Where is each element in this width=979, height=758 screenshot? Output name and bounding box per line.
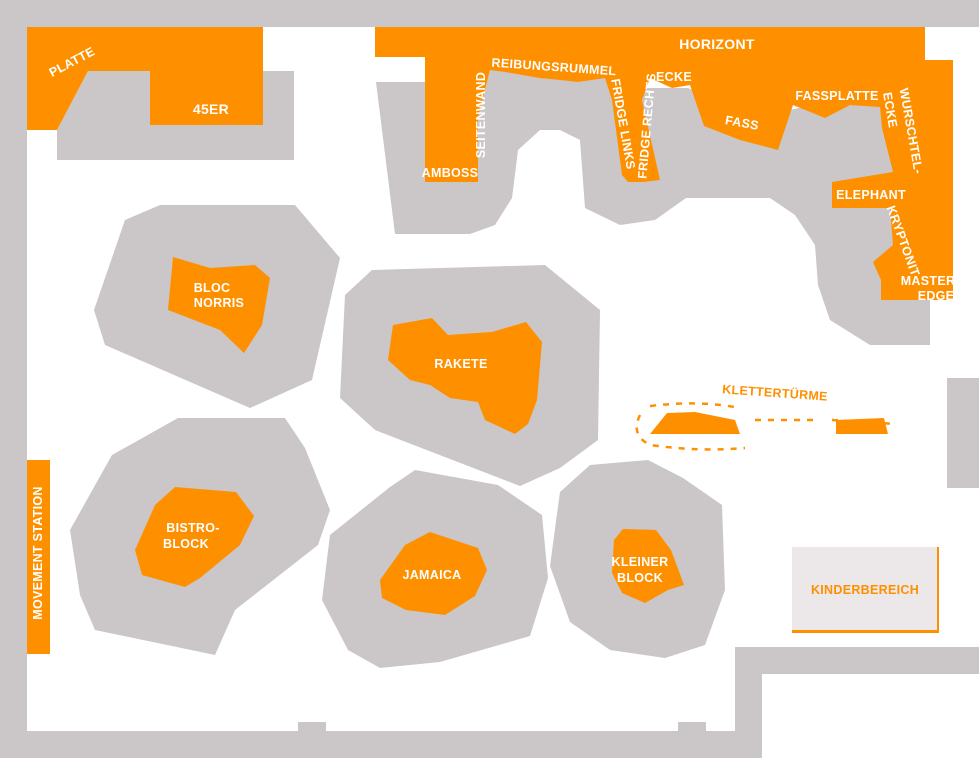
block-label-bloc-norris-2: NORRIS xyxy=(194,296,244,310)
wall-platte-holds xyxy=(27,27,150,130)
climbing-tower-1 xyxy=(650,412,740,434)
block-label-jamaica: JAMAICA xyxy=(402,568,461,582)
wall-label-movement-station: MOVEMENT STATION xyxy=(31,486,45,620)
block-label-kleiner-2: BLOCK xyxy=(617,571,663,585)
block-kleiner-block xyxy=(550,460,725,658)
block-label-bloc-norris-1: BLOC xyxy=(194,281,231,295)
wall-label-master-1: MASTER xyxy=(901,274,956,288)
kids-area xyxy=(792,547,939,633)
wall-label-master-2: EDGE xyxy=(918,289,955,303)
wall-horizont-holds xyxy=(425,27,953,300)
wall-label-seitenwand: SEITENWAND xyxy=(474,72,488,158)
block-label-rakete: RAKETE xyxy=(434,357,487,371)
wall-label-fassplatte: FASSPLATTE xyxy=(795,89,878,103)
wall-label-45er: 45ER xyxy=(193,101,229,117)
movement-station xyxy=(27,460,50,654)
wall-45er-holds xyxy=(150,27,263,125)
wall-label-ecke: ECKE xyxy=(656,70,692,84)
block-bloc-norris xyxy=(94,205,340,408)
climbing-towers xyxy=(635,402,896,451)
block-jamaica xyxy=(322,470,548,668)
block-bistro-block xyxy=(70,418,330,655)
wall-label-fass: FASS xyxy=(724,113,760,133)
wall-label-elephant: ELEPHANT xyxy=(836,188,906,202)
wall-platte-45er xyxy=(27,27,294,160)
wall-label-amboss: AMBOSS xyxy=(422,166,479,180)
wall-label-wurschtel-2: ECKE xyxy=(880,91,900,129)
wall-horizont-complex xyxy=(375,27,953,345)
area-label-kinderbereich: KINDERBEREICH xyxy=(811,583,919,597)
area-label-klettertuerme: KLETTERTÜRME xyxy=(722,381,828,403)
wall-label-horizont: HORIZONT xyxy=(679,36,755,52)
block-label-bistro-1: BISTRO- xyxy=(166,521,220,535)
block-label-kleiner-1: KLEINER xyxy=(612,555,669,569)
climbing-tower-2 xyxy=(836,418,888,434)
block-label-bistro-2: BLOCK xyxy=(163,537,209,551)
block-rakete xyxy=(340,265,600,486)
